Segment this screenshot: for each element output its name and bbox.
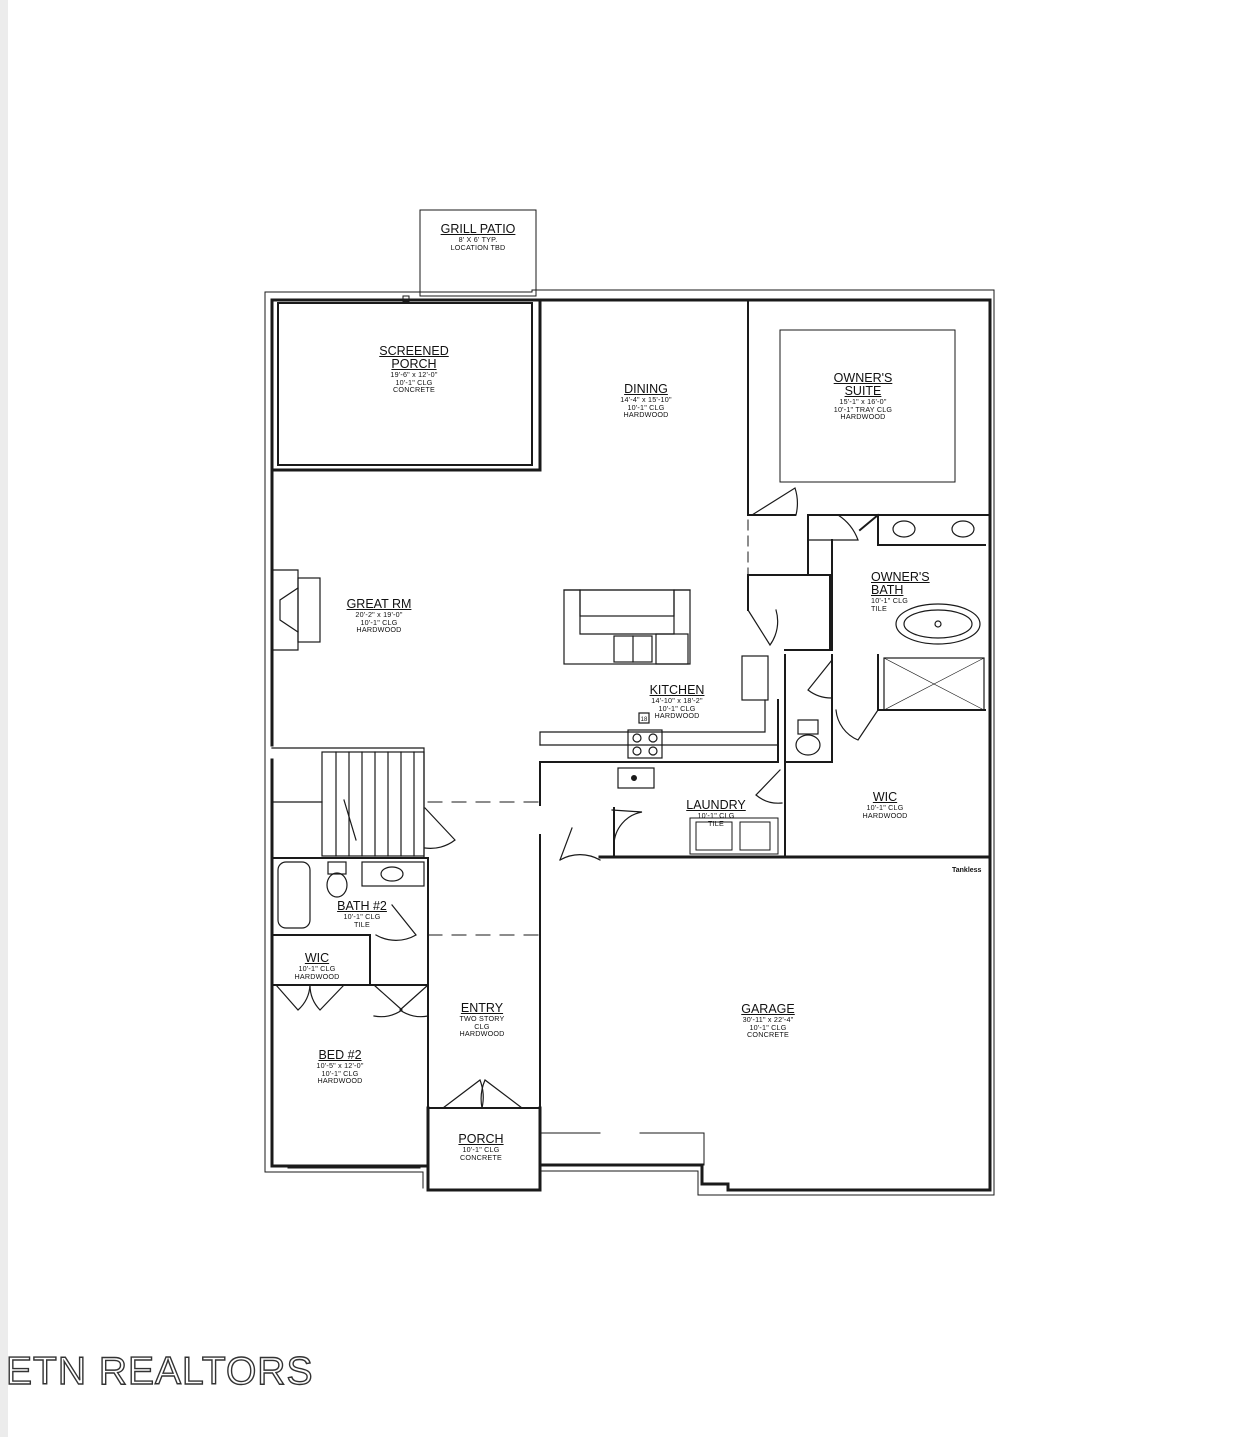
label-bed-2: BED #2 10'-5" x 12'-0" 10'-1" CLG HARDWO… xyxy=(316,1048,364,1086)
tray-ceiling-outline xyxy=(779,329,811,355)
bath-2-walls xyxy=(271,857,429,1109)
screened-porch-walls xyxy=(270,295,542,472)
kitchen-island xyxy=(563,589,691,665)
label-owners-suite: OWNER'S SUITE 15'-1" x 16'-0" 10'-1" TRA… xyxy=(833,371,893,422)
laundry-walls xyxy=(539,761,992,861)
label-entry: ENTRY TWO STORY CLG HARDWOOD xyxy=(459,1001,505,1039)
tankless-label: Tankless xyxy=(952,867,982,874)
label-grill-patio: GRILL PATIO 8' X 6' TYP. LOCATION TBD xyxy=(440,222,516,252)
label-owners-wic: WIC 10'-1" CLG HARDWOOD xyxy=(862,790,908,820)
label-owners-bath: OWNER'S BATH 10'-1" CLG TILE xyxy=(871,570,930,613)
fridge-tag: 18 xyxy=(641,717,648,723)
label-laundry: LAUNDRY 10'-1" CLG TILE xyxy=(686,798,746,828)
label-kitchen: KITCHEN 14'-10" x 18'-2" 10'-1" CLG HARD… xyxy=(649,683,705,721)
label-screened-porch: SCREENED PORCH 19'-6" x 12'-0" 10'-1" CL… xyxy=(379,344,449,395)
label-dining: DINING 14'-4" x 15'-10" 10'-1" CLG HARDW… xyxy=(620,382,672,420)
stairs xyxy=(271,747,425,859)
owners-bath-fixtures xyxy=(795,520,985,756)
grill-patio-outline xyxy=(419,209,537,297)
page-edge xyxy=(0,0,8,1437)
fireplace xyxy=(271,569,321,651)
watermark-logo-text: ETN REALTORS xyxy=(5,1349,314,1393)
door-swings xyxy=(275,487,879,1109)
label-garage: GARAGE 30'-11" x 22'-4" 10'-1" CLG CONCR… xyxy=(741,1002,795,1040)
label-bed-2-wic: WIC 10'-1" CLG HARDWOOD xyxy=(294,951,340,981)
exterior-wall-outline xyxy=(264,289,995,1196)
label-great-room: GREAT RM 20'-2" x 19'-0" 10'-1" CLG HARD… xyxy=(346,597,412,635)
entry-garage-walls xyxy=(427,859,705,1166)
label-porch: PORCH 10'-1" CLG CONCRETE xyxy=(458,1132,504,1162)
label-bath-2: BATH #2 10'-1" CLG TILE xyxy=(337,899,387,929)
kitchen-counter xyxy=(539,655,779,759)
